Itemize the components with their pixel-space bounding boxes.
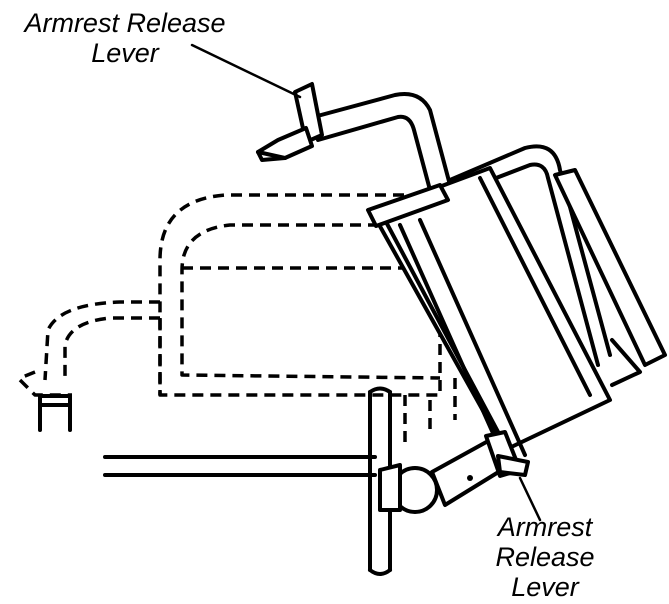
seat-rail xyxy=(103,455,377,477)
label-bottom-line3: Lever xyxy=(511,572,579,602)
label-top-line2: Lever xyxy=(91,38,159,68)
label-armrest-release-lever-top: Armrest Release Lever xyxy=(0,8,250,68)
leader-top xyxy=(190,43,302,99)
label-bottom-line2: Release xyxy=(495,542,595,572)
label-top-line1: Armrest Release xyxy=(24,8,226,38)
leader-bottom xyxy=(518,476,542,522)
label-armrest-release-lever-bottom: Armrest Release Lever xyxy=(470,512,620,602)
label-bottom-line1: Armrest xyxy=(497,512,593,542)
rear-bracket xyxy=(378,430,530,514)
armrest-raised xyxy=(256,82,667,462)
front-socket xyxy=(38,394,72,432)
